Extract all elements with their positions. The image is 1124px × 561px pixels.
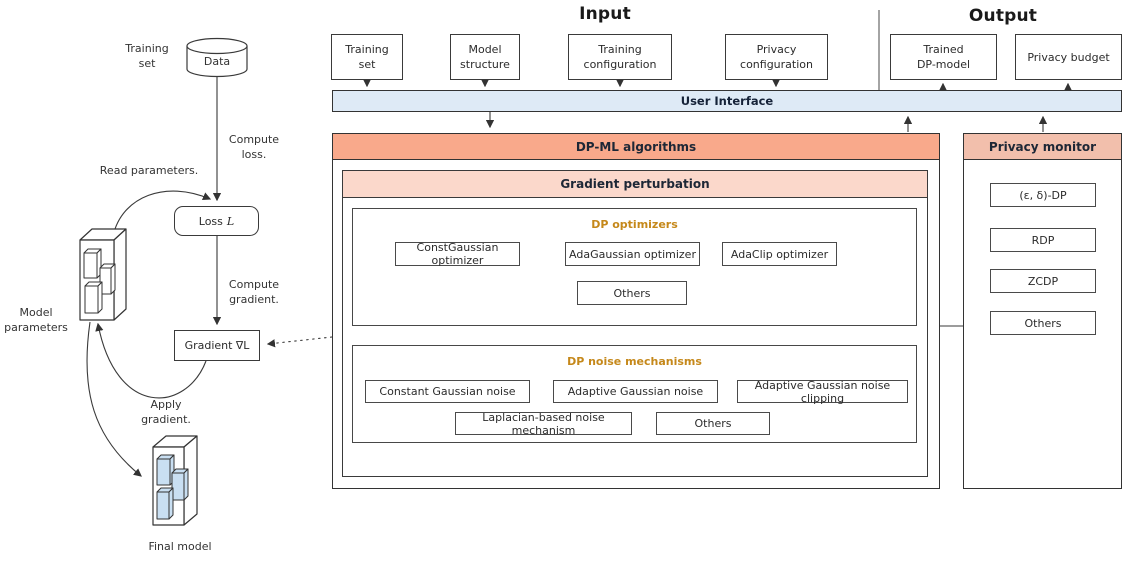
output-box-trained-dp-model: Trained DP-model [890, 34, 997, 80]
box-adaptive-gaussian-noise: Adaptive Gaussian noise [553, 380, 718, 403]
box-laplacian-based-noise-mechanism: Laplacian-based noise mechanism [455, 411, 632, 437]
box-epsilon-delta-dp: (ε, δ)-DP [990, 183, 1096, 207]
gradient-node: Gradient ∇L [174, 330, 260, 361]
box-constant-gaussian-noise: Constant Gaussian noise [365, 380, 530, 403]
flow-arrows [86, 76, 333, 477]
apply-gradient-label: Apply gradient. [141, 398, 191, 426]
model-parameters-label: Model parameters [4, 306, 68, 334]
output-box-privacy-budget: Privacy budget [1015, 34, 1122, 80]
box-adaptive-gaussian-noise-clipping: Adaptive Gaussian noise clipping [737, 379, 908, 405]
arrow-apply-gradient-curve [95, 322, 207, 399]
input-box-training-configuration: Training configuration [568, 34, 672, 80]
user-interface-bar: User Interface [332, 90, 1122, 112]
dotted-arrow-dpml-to-gradient [266, 336, 333, 348]
final-model-label: Final model [148, 540, 212, 553]
input-heading: Input [579, 4, 631, 24]
loss-symbol: L [226, 214, 235, 228]
box-zcdp: ZCDP [990, 269, 1096, 293]
dp-noise-mechanisms-title: DP noise mechanisms [567, 355, 702, 368]
read-parameters-label: Read parameters. [99, 164, 199, 177]
loss-node-label: Loss [198, 214, 223, 228]
input-box-model-structure: Model structure [450, 34, 520, 80]
box-noise-others: Others [656, 412, 770, 435]
gradient-perturbation-header: Gradient perturbation [343, 171, 927, 198]
arrow-read-parameters-curve [112, 190, 212, 237]
database-cylinder-icon [186, 37, 248, 78]
arrow-to-final-model-curve [86, 321, 142, 477]
box-adaclip-optimizer: AdaClip optimizer [722, 242, 837, 266]
dp-optimizers-title: DP optimizers [591, 218, 678, 231]
box-optimizers-others: Others [577, 281, 687, 305]
output-heading: Output [968, 6, 1038, 26]
model-parameters-3d-icon [79, 228, 127, 321]
box-rdp: RDP [990, 228, 1096, 252]
box-constgaussian-optimizer: ConstGaussian optimizer [395, 241, 520, 267]
privacy-monitor-header: Privacy monitor [964, 134, 1121, 160]
box-adagaussian-optimizer: AdaGaussian optimizer [565, 242, 700, 266]
input-box-training-set: Training set [331, 34, 403, 80]
compute-gradient-label: Compute gradient. [228, 278, 280, 306]
data-label: Data [203, 55, 231, 68]
input-box-privacy-configuration: Privacy configuration [725, 34, 828, 80]
box-monitor-others: Others [990, 311, 1096, 335]
dp-noise-mechanisms-container [352, 345, 917, 443]
final-model-3d-icon [152, 435, 198, 526]
dpml-algorithms-header: DP-ML algorithms [333, 134, 939, 160]
compute-loss-label: Compute loss. [228, 133, 280, 161]
training-set-label: Training set [125, 42, 169, 70]
gradient-perturbation-container: Gradient perturbation [342, 170, 928, 477]
dp-optimizers-container [352, 208, 917, 326]
